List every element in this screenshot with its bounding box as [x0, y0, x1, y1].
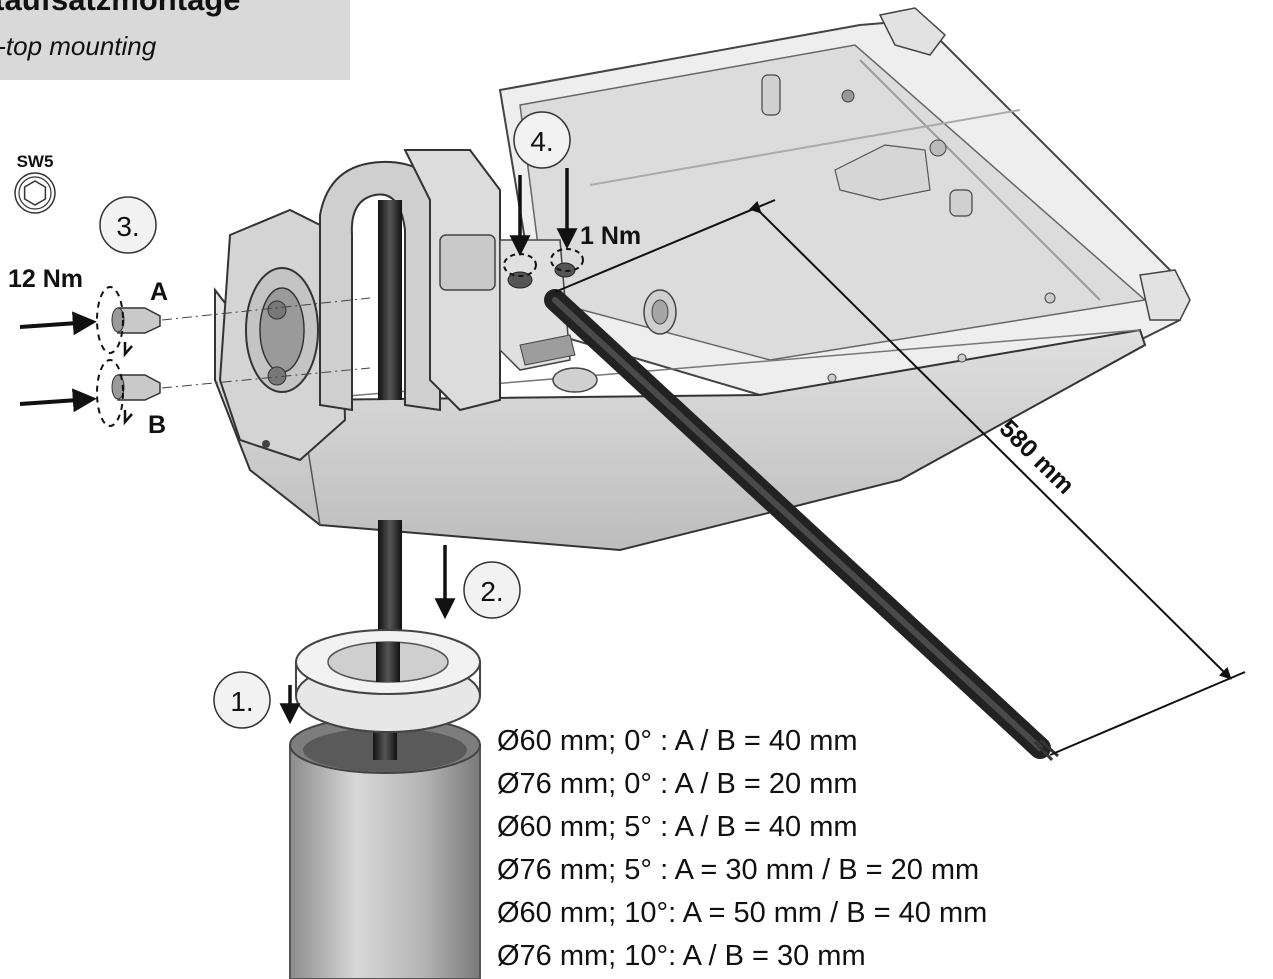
set-screw-a [96, 286, 161, 358]
step-1-circle [213, 671, 271, 729]
step-3-circle [99, 196, 157, 254]
spec-line: Ø76 mm; 10°: A / B = 30 mm [497, 940, 866, 972]
torque-label-small: 1 Nm [580, 222, 641, 250]
screw-b-guide-line [161, 367, 371, 389]
step-2-circle [463, 561, 521, 619]
step-3-label: 3. [116, 211, 139, 242]
screw-b-label: B [148, 411, 166, 439]
page-title: nstaufsatzmontage [0, 0, 350, 18]
arrow-screw-b [19, 388, 97, 413]
tool-size-label: SW5 [17, 152, 54, 171]
spec-line: Ø76 mm; 0° : A / B = 20 mm [497, 768, 858, 800]
step-4-circle [513, 111, 571, 169]
u-bracket [319, 149, 598, 412]
step-2-label: 2. [480, 576, 503, 607]
screw-a-guide-line [161, 297, 371, 321]
screw-a-label: A [150, 278, 168, 306]
title-box: nstaufsatzmontage t-top mounting [0, 0, 350, 80]
page-subtitle: t-top mounting [0, 31, 157, 61]
spec-list: Ø60 mm; 0° : A / B = 40 mm Ø76 mm; 0° : … [497, 720, 1197, 978]
mounting-flange [218, 208, 347, 462]
arrow-screw-a [19, 311, 97, 336]
step-1-label: 1. [230, 686, 253, 717]
spec-line: Ø60 mm; 10°: A = 50 mm / B = 40 mm [497, 897, 988, 929]
spec-line: Ø76 mm; 5° : A = 30 mm / B = 20 mm [497, 854, 980, 886]
spec-line: Ø60 mm; 5° : A / B = 40 mm [497, 811, 858, 843]
hex-key-icon [14, 172, 56, 214]
dimension-line [554, 199, 1246, 756]
grommet-ring [295, 629, 481, 733]
torque-marker-4a [503, 253, 537, 277]
step-4-label: 4. [530, 126, 553, 157]
spec-line: Ø60 mm; 0° : A / B = 40 mm [497, 725, 858, 757]
torque-marker-4b [550, 248, 584, 272]
mounting-pipe [289, 716, 481, 979]
set-screw-b [96, 359, 161, 427]
torque-label-screws: 12 Nm [8, 265, 83, 293]
